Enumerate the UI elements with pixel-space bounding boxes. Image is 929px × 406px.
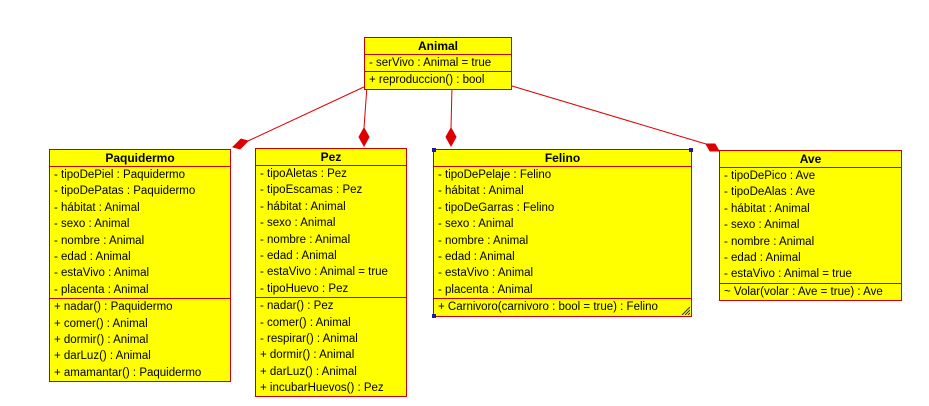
- operations-section: + Carnivoro(carnivoro : bool = true) : F…: [434, 298, 691, 315]
- composition-diamond-felino: [445, 126, 457, 148]
- attribute[interactable]: - nombre : Animal: [54, 234, 145, 247]
- operations-section: ~ Volar(volar : Ave = true) : Ave: [720, 282, 901, 300]
- class-ave[interactable]: Ave - tipoDePico : Ave - tipoDeAlas : Av…: [719, 150, 902, 302]
- attribute[interactable]: - estaVivo : Animal: [54, 267, 150, 280]
- operation[interactable]: - comer() : Animal: [260, 316, 351, 329]
- attribute[interactable]: - tipoDeAlas : Ave: [724, 186, 816, 199]
- class-name: Paquidermo: [50, 150, 230, 167]
- link-animal-paquidermo[interactable]: [247, 85, 367, 142]
- class-name: Pez: [256, 149, 406, 166]
- attribute[interactable]: - placenta : Animal: [438, 283, 533, 296]
- attribute[interactable]: - tipoDePatas : Paquidermo: [54, 185, 196, 198]
- operation[interactable]: + comer() : Animal: [54, 317, 148, 330]
- attribute[interactable]: - hábitat : Animal: [438, 185, 524, 198]
- operation[interactable]: + dormir() : Animal: [260, 349, 355, 362]
- attribute[interactable]: - nombre : Animal: [724, 235, 815, 248]
- attribute[interactable]: - nombre : Animal: [438, 234, 529, 247]
- resize-grip-icon[interactable]: [681, 306, 690, 315]
- attribute[interactable]: - estaVivo : Animal = true: [260, 266, 388, 279]
- operation[interactable]: + dormir() : Animal: [54, 333, 149, 346]
- class-name: Felino: [434, 150, 691, 167]
- composition-diamond-ave: [705, 143, 720, 152]
- attribute[interactable]: - sexo : Animal: [438, 218, 514, 231]
- attribute[interactable]: - tipoDePico : Ave: [724, 170, 816, 182]
- operation[interactable]: + incubarHuevos() : Pez: [260, 382, 384, 395]
- attribute[interactable]: - sexo : Animal: [724, 219, 800, 232]
- link-animal-pez[interactable]: [363, 85, 368, 129]
- attributes-section: - tipoAletas : Pez - tipoEscamas : Pez -…: [256, 166, 406, 297]
- selection-handle-top-left[interactable]: [432, 148, 436, 152]
- attribute[interactable]: - serVivo : Animal = true: [369, 57, 492, 69]
- operation[interactable]: + darLuz() : Animal: [54, 350, 151, 363]
- attribute[interactable]: - edad : Animal: [260, 249, 337, 262]
- operation[interactable]: - respirar() : Animal: [260, 332, 358, 345]
- composition-diamond-pez: [358, 126, 370, 148]
- attribute[interactable]: - edad : Animal: [438, 250, 515, 263]
- class-name: Ave: [720, 151, 901, 168]
- attribute[interactable]: - tipoDePiel : Paquidermo: [54, 169, 186, 181]
- attribute[interactable]: - estaVivo : Animal: [438, 267, 534, 280]
- attribute[interactable]: - sexo : Animal: [260, 217, 336, 230]
- attribute[interactable]: - estaVivo : Animal = true: [724, 268, 852, 281]
- attribute[interactable]: - nombre : Animal: [260, 233, 351, 246]
- attribute[interactable]: - edad : Animal: [54, 250, 131, 263]
- class-felino[interactable]: Felino - tipoDePelaje : Felino - hábitat…: [432, 148, 693, 318]
- attribute[interactable]: - hábitat : Animal: [54, 201, 140, 214]
- operations-section: + nadar() : Paquidermo + comer() : Anima…: [50, 298, 230, 381]
- attribute[interactable]: - hábitat : Animal: [260, 200, 346, 213]
- operation[interactable]: + reproduccion() : bool: [369, 74, 485, 87]
- link-animal-felino[interactable]: [450, 85, 453, 129]
- attributes-section: - tipoDePelaje : Felino - hábitat : Anim…: [434, 167, 691, 298]
- operation[interactable]: - nadar() : Pez: [260, 300, 334, 313]
- selection-handle-top-right[interactable]: [689, 148, 693, 152]
- attribute[interactable]: - edad : Animal: [724, 251, 801, 264]
- operation[interactable]: + amamantar() : Paquidermo: [54, 366, 202, 379]
- operation[interactable]: + nadar() : Paquidermo: [54, 301, 173, 314]
- attributes-section: - serVivo : Animal = true: [365, 55, 511, 71]
- attributes-section: - tipoDePiel : Paquidermo - tipoDePatas …: [50, 167, 230, 298]
- attribute[interactable]: - tipoAletas : Pez: [260, 168, 347, 180]
- class-pez[interactable]: Pez - tipoAletas : Pez - tipoEscamas : P…: [255, 148, 407, 398]
- operation[interactable]: ~ Volar(volar : Ave = true) : Ave: [724, 285, 883, 298]
- attribute[interactable]: - hábitat : Animal: [724, 202, 810, 215]
- attribute[interactable]: - sexo : Animal: [54, 218, 130, 231]
- class-animal[interactable]: Animal - serVivo : Animal = true + repro…: [364, 37, 512, 90]
- attributes-section: - tipoDePico : Ave - tipoDeAlas : Ave - …: [720, 168, 901, 283]
- operations-section: - nadar() : Pez - comer() : Animal - res…: [256, 297, 406, 396]
- attribute[interactable]: - tipoDeGarras : Felino: [438, 201, 555, 214]
- operations-section: + reproduccion() : bool: [365, 71, 511, 88]
- operation[interactable]: + darLuz() : Animal: [260, 365, 357, 378]
- attribute[interactable]: - tipoEscamas : Pez: [260, 184, 363, 197]
- selection-handle-bottom-left[interactable]: [432, 313, 436, 318]
- link-animal-ave[interactable]: [511, 85, 707, 145]
- operation[interactable]: + Carnivoro(carnivoro : bool = true) : F…: [438, 301, 658, 314]
- class-paquidermo[interactable]: Paquidermo - tipoDePiel : Paquidermo - t…: [49, 149, 231, 383]
- attribute[interactable]: - placenta : Animal: [54, 283, 149, 296]
- composition-diamond-paquidermo: [232, 138, 249, 150]
- attribute[interactable]: - tipoHuevo : Pez: [260, 282, 349, 295]
- attribute[interactable]: - tipoDePelaje : Felino: [438, 169, 552, 181]
- class-name: Animal: [365, 38, 511, 55]
